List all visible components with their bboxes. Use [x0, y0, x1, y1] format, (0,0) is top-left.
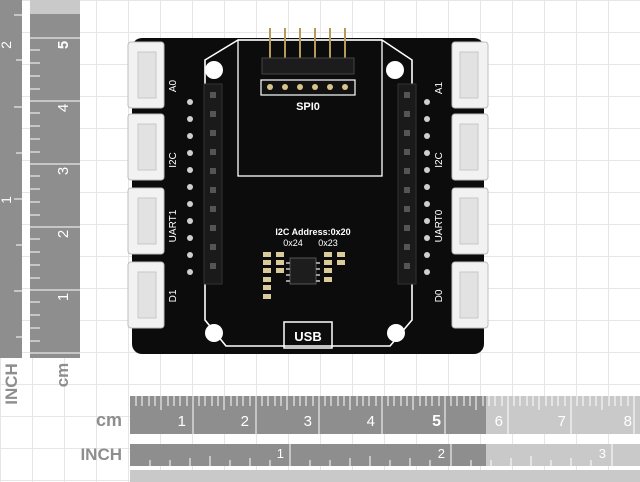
port-label-uart1: UART1 [168, 209, 179, 242]
v-cm-tick-4: 4 [55, 104, 72, 112]
h-inch-unit: INCH [80, 445, 122, 464]
h-cm-tick-5: 5 [432, 413, 441, 430]
v-inch-tick-2: 2 [0, 41, 14, 49]
port-label-uart0: UART0 [434, 209, 445, 242]
vertical-inch-ruler: 2 1 [0, 0, 22, 358]
module-outline [237, 39, 383, 177]
right-pads [424, 99, 430, 275]
ruler-strip [130, 470, 640, 482]
v-cm-tick-3: 3 [55, 167, 72, 175]
port-label-d0: D0 [434, 289, 445, 302]
v-cm-tick-1: 1 [55, 293, 72, 301]
port-label-a1: A1 [434, 81, 445, 94]
h-cm-tick-4: 4 [367, 413, 375, 430]
smd-components [263, 252, 345, 299]
h-cm-tick-6: 6 [495, 413, 503, 430]
vertical-cm-ruler: 5 4 3 2 1 [30, 0, 80, 358]
i2c-address-right: 0x23 [318, 238, 338, 248]
mounting-hole [386, 61, 404, 79]
v-inch-tick-1: 1 [0, 196, 14, 204]
horizontal-cm-ruler: 1 2 3 4 5 6 7 8 [130, 396, 640, 434]
pcb-board: SPI0 [127, 28, 489, 354]
h-cm-tick-8: 8 [624, 413, 632, 430]
right-grove-connectors [451, 41, 489, 329]
usb-label: USB [294, 329, 321, 344]
right-pin-header [397, 83, 417, 285]
port-label-i2c-right: I2C [434, 152, 445, 168]
h-cm-unit: cm [96, 410, 122, 430]
left-pin-header [203, 83, 223, 285]
i2c-address-label: I2C Address:0x20 [275, 227, 350, 237]
usb-box [283, 321, 333, 349]
left-pads [187, 99, 193, 275]
h-cm-tick-2: 2 [241, 413, 249, 430]
h-cm-tick-1: 1 [178, 413, 186, 430]
ic-chip [289, 257, 317, 285]
port-label-i2c-left: I2C [168, 152, 179, 168]
h-cm-tick-3: 3 [304, 413, 312, 430]
v-cm-unit: cm [53, 363, 72, 388]
mounting-hole [205, 324, 223, 342]
v-cm-tick-5: 5 [55, 41, 72, 49]
v-inch-unit: INCH [2, 363, 21, 405]
port-label-a0: A0 [168, 79, 179, 92]
horizontal-inch-ruler: 1 2 3 [130, 444, 640, 466]
i2c-address-left: 0x24 [283, 238, 303, 248]
h-inch-tick-2: 2 [438, 446, 445, 461]
mounting-hole [387, 324, 405, 342]
spi-label: SPI0 [296, 101, 320, 113]
h-inch-tick-3: 3 [599, 446, 606, 461]
v-cm-tick-2: 2 [55, 230, 72, 238]
h-cm-tick-7: 7 [558, 413, 566, 430]
left-grove-connectors [127, 41, 165, 329]
spi-header [260, 28, 356, 96]
port-label-d1: D1 [168, 289, 179, 302]
mounting-hole [205, 61, 223, 79]
h-inch-tick-1: 1 [277, 446, 284, 461]
